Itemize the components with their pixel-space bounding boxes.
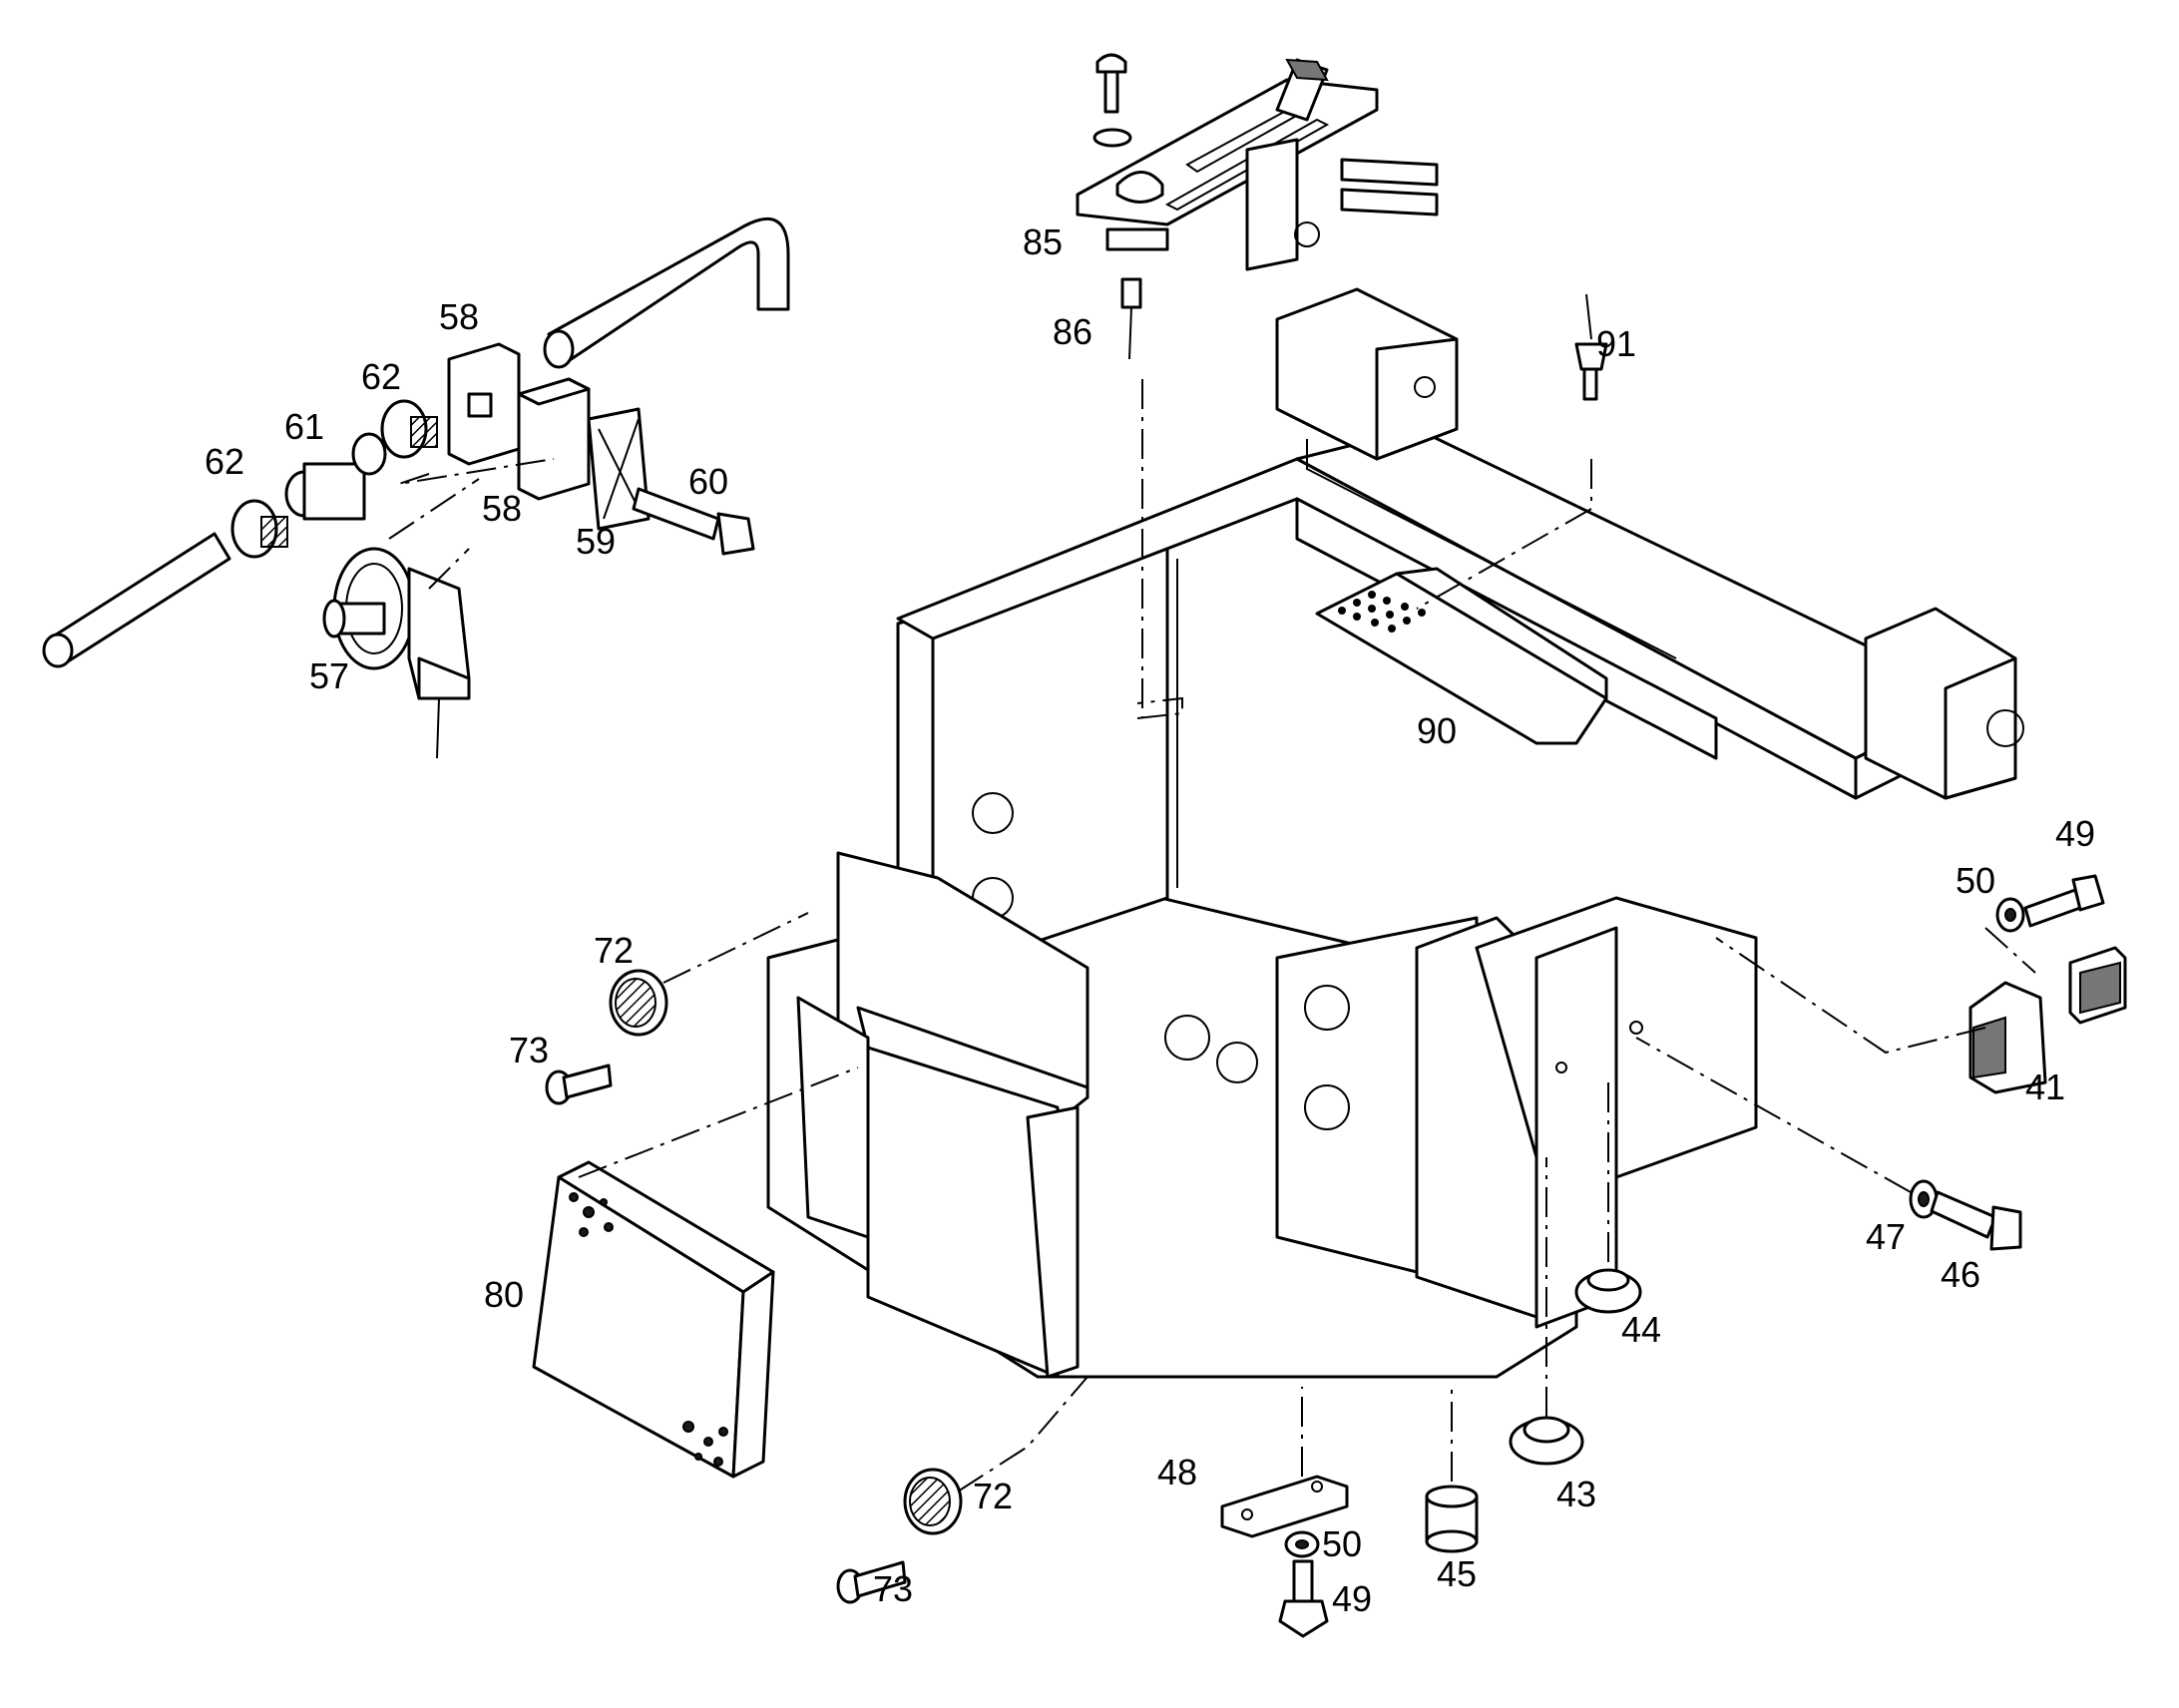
callout-61: 61 [284,406,324,447]
part-61-connector [284,432,387,521]
callout-46: 46 [1941,1254,1980,1295]
part-85-control-plate [1076,53,1439,271]
part-73-screw-bottom [836,1560,907,1604]
part-49-bolt-right [2023,874,2105,928]
callout-80: 80 [484,1274,524,1315]
part-72-grommet-bottom [903,1468,963,1535]
part-49-bolt-bottom [1278,1559,1329,1638]
callout-58-top: 58 [439,296,479,337]
part-91-rivet [1574,293,1608,401]
part-62-clamp-bottom [230,499,288,559]
part-45-spacer [1425,1485,1479,1553]
part-59-plate [587,407,651,531]
callout-62-bottom: 62 [205,441,244,482]
part-72-grommet-top [609,969,668,1037]
callout-47: 47 [1866,1216,1906,1257]
part-48-plate [1220,1475,1349,1538]
callout-73-bottom: 73 [873,1568,913,1609]
part-44-foot [1574,1268,1642,1314]
callout-72-bottom: 72 [973,1476,1013,1516]
part-46-bolt [1930,1190,2022,1251]
callout-60: 60 [688,461,728,502]
callout-85: 85 [1023,221,1063,262]
part-57-valve [322,547,471,759]
part-90-tray [1315,567,1608,745]
callout-50-bottom: 50 [1322,1523,1362,1564]
callout-45: 45 [1437,1553,1477,1594]
callout-86: 86 [1053,311,1092,352]
leader-lines [388,379,2036,1493]
part-86-wire [1120,277,1142,360]
callout-48: 48 [1157,1452,1197,1493]
part-62-clamp-top [380,399,438,459]
part-60-bolt [632,487,755,556]
part-73-screw-top [545,1064,613,1105]
part-50-washer-bottom [1284,1530,1320,1558]
callout-49-bottom: 49 [1332,1578,1372,1619]
callout-50-right: 50 [1956,860,1995,901]
part-58-block-top [447,342,521,466]
callout-73-top: 73 [509,1030,549,1070]
callout-90: 90 [1417,710,1457,751]
part-43-foot [1509,1416,1584,1466]
part-80-filter-panel [532,1160,775,1479]
front-chute [796,851,1090,1379]
part-41-bracket [1968,946,2127,1094]
callout-72-top: 72 [594,930,634,971]
part-50-washer-right [1995,897,2025,933]
callout-labels: 85 86 91 58 62 61 62 58 59 60 57 90 49 5… [205,221,2095,1619]
callout-43: 43 [1556,1474,1596,1514]
callout-91: 91 [1596,323,1636,364]
callout-49-right: 49 [2055,813,2095,854]
part-58-block-bottom [517,377,591,501]
callout-62-top: 62 [361,356,401,397]
callout-41: 41 [2025,1067,2065,1107]
callout-58-bottom: 58 [482,488,522,529]
callout-44: 44 [1621,1309,1661,1350]
callout-59: 59 [576,521,616,562]
hose-pipe [42,217,790,668]
callout-57: 57 [309,655,349,696]
